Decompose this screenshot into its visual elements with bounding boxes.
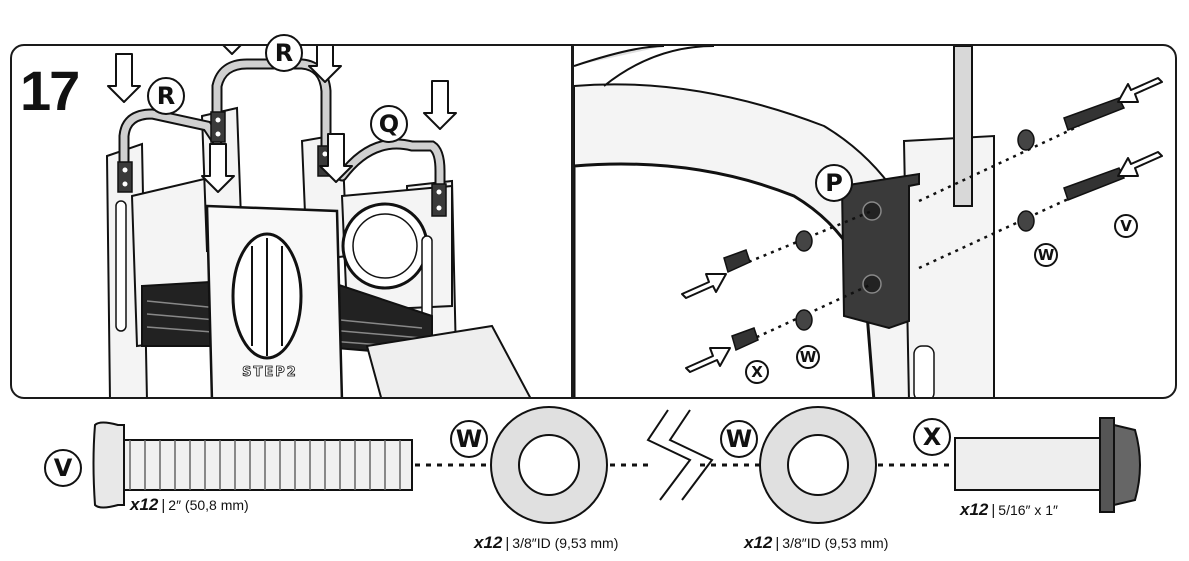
size-v: 2″ (50,8 mm) bbox=[168, 497, 249, 513]
washer-w bbox=[1017, 210, 1035, 232]
playhouse-illustration: STEP2 bbox=[105, 46, 531, 397]
bolt-x bbox=[723, 249, 751, 274]
detail-panel bbox=[572, 44, 1177, 399]
bolt-v bbox=[1063, 167, 1126, 201]
callout-x: X bbox=[745, 360, 769, 384]
bracket-detail-illustration bbox=[574, 46, 1163, 397]
left-arrow bbox=[1117, 77, 1163, 103]
qty-w-2: x12|3/8″ID (9,53 mm) bbox=[744, 533, 889, 552]
callout-q: Q bbox=[370, 105, 408, 143]
size-w2: 3/8″ID (9,53 mm) bbox=[782, 535, 889, 551]
qty-v: x12|2″ (50,8 mm) bbox=[130, 495, 249, 514]
slide bbox=[365, 324, 531, 397]
qty-x: x12|5/16″ x 1″ bbox=[960, 500, 1059, 519]
assembly-overview-panel: STEP2 bbox=[10, 44, 573, 399]
down-arrow bbox=[319, 133, 353, 183]
size-x: 5/16″ x 1″ bbox=[998, 502, 1059, 518]
callout-r-left: R bbox=[147, 77, 185, 115]
washer-w-full bbox=[490, 406, 608, 524]
right-arrow bbox=[681, 273, 727, 299]
bolt-x bbox=[731, 327, 759, 352]
down-arrow bbox=[201, 143, 235, 193]
left-arrow bbox=[1117, 151, 1163, 177]
label-w-1: W bbox=[450, 420, 488, 458]
callout-v: V bbox=[1114, 214, 1138, 238]
washer-w bbox=[795, 230, 813, 252]
qty-w2-count: x12 bbox=[744, 533, 773, 552]
qty-v-count: x12 bbox=[130, 495, 159, 514]
washer-w bbox=[1017, 129, 1035, 151]
qty-w-1: x12|3/8″ID (9,53 mm) bbox=[474, 533, 619, 552]
down-arrow bbox=[423, 80, 457, 130]
size-w1: 3/8″ID (9,53 mm) bbox=[512, 535, 619, 551]
brand-logo: STEP2 bbox=[242, 365, 298, 380]
washer-w-full bbox=[759, 406, 877, 524]
callout-r-center: R bbox=[265, 34, 303, 72]
right-arrow bbox=[685, 347, 731, 373]
break-symbol bbox=[646, 409, 714, 501]
bolt-x-full bbox=[954, 417, 1141, 513]
callout-p: P bbox=[815, 164, 853, 202]
label-x: X bbox=[913, 418, 951, 456]
handle-tube bbox=[953, 46, 973, 207]
porthole-window bbox=[341, 202, 429, 290]
down-arrow bbox=[107, 53, 141, 103]
qty-x-count: x12 bbox=[960, 500, 989, 519]
label-v: V bbox=[44, 449, 82, 487]
bolt-v bbox=[1063, 97, 1126, 131]
callout-w-right: W bbox=[1034, 243, 1058, 267]
washer-w bbox=[795, 309, 813, 331]
qty-w1-count: x12 bbox=[474, 533, 503, 552]
down-arrow bbox=[222, 46, 242, 55]
label-w-2: W bbox=[720, 420, 758, 458]
step-number: 17 bbox=[20, 59, 80, 122]
down-arrow bbox=[308, 46, 342, 83]
callout-w-lower: W bbox=[796, 345, 820, 369]
bracket-p bbox=[840, 172, 920, 330]
